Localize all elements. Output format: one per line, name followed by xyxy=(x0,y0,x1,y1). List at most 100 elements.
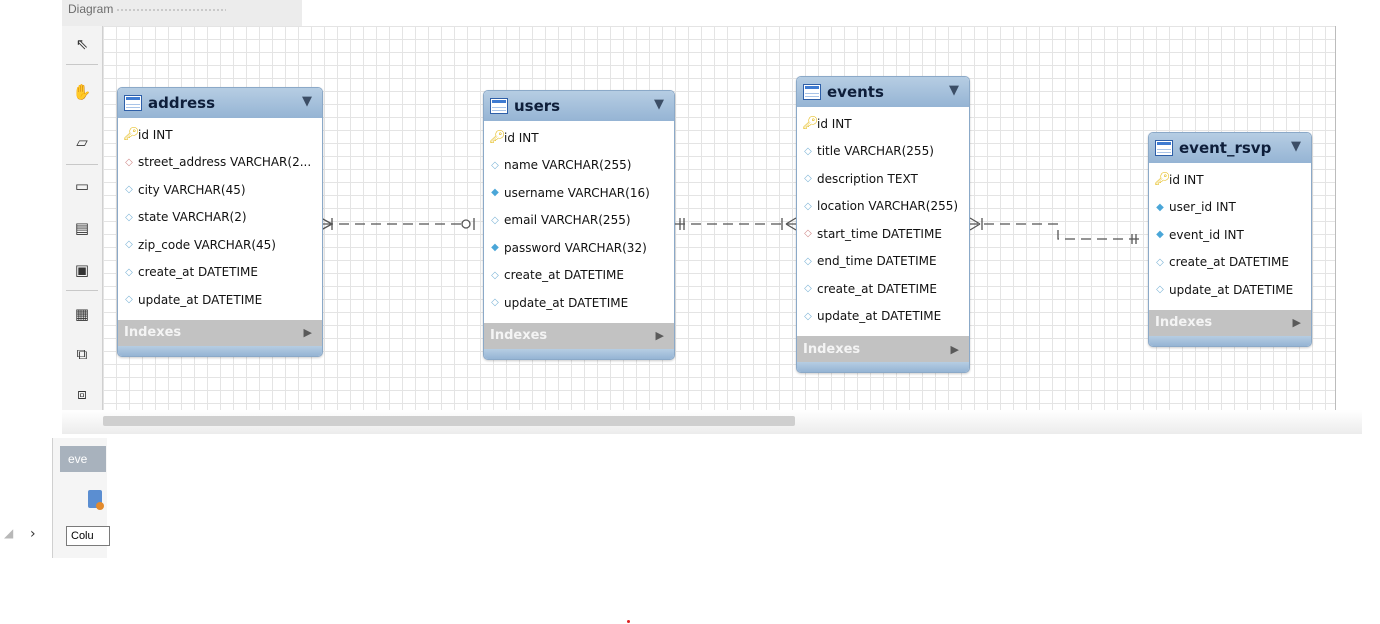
expand-arrow-icon[interactable]: ▶ xyxy=(655,329,664,342)
table-footer xyxy=(1149,335,1311,346)
column-row[interactable]: ◇create_at DATETIME xyxy=(1149,249,1311,277)
layer-icon[interactable]: ▭ xyxy=(74,177,90,195)
relationship-users-events xyxy=(675,217,797,231)
column-label: update_at DATETIME xyxy=(817,309,942,324)
table-address[interactable]: address ▼ 🔑︎id INT ◇street_address VARCH… xyxy=(117,87,323,357)
column-label: id INT xyxy=(504,130,539,145)
hand-icon[interactable]: ✋ xyxy=(72,83,92,101)
column-row[interactable]: ◇title VARCHAR(255) xyxy=(797,138,969,166)
scroll-left-icon[interactable]: ◢ xyxy=(4,526,14,540)
collapse-arrow-icon[interactable]: ▼ xyxy=(1291,139,1301,154)
column-row[interactable]: ◇email VARCHAR(255) xyxy=(484,207,674,235)
horizontal-scrollbar[interactable] xyxy=(103,416,795,426)
column-row[interactable]: ◇update_at DATETIME xyxy=(1149,276,1311,304)
column-icon: ◇ xyxy=(804,255,812,267)
expand-arrow-icon[interactable]: ▶ xyxy=(1292,316,1301,329)
pointer-icon[interactable]: ⇖ xyxy=(75,35,89,53)
table-name: users xyxy=(514,97,561,115)
columns-tab-field[interactable]: Colu xyxy=(66,526,110,546)
column-row[interactable]: ◇zip_code VARCHAR(45) xyxy=(118,231,322,259)
column-row[interactable]: 🔑︎id INT xyxy=(484,124,674,152)
palette-divider xyxy=(66,164,98,165)
indexes-section[interactable]: Indexes ▶ xyxy=(118,319,322,346)
column-row[interactable]: 🔑︎id INT xyxy=(118,121,322,149)
column-row[interactable]: 🔑︎id INT xyxy=(797,110,969,138)
column-row[interactable]: ◆event_id INT xyxy=(1149,221,1311,249)
column-row[interactable]: ◇start_time DATETIME xyxy=(797,220,969,248)
drag-grip[interactable] xyxy=(116,8,226,12)
note-icon[interactable]: ▤ xyxy=(74,219,90,237)
column-icon: ◇ xyxy=(804,173,812,185)
column-row[interactable]: ◇state VARCHAR(2) xyxy=(118,204,322,232)
chevron-right-icon[interactable]: › xyxy=(30,526,36,542)
indexes-section[interactable]: Indexes ▶ xyxy=(484,322,674,349)
column-row[interactable]: 🔑︎id INT xyxy=(1149,166,1311,194)
column-label: city VARCHAR(45) xyxy=(138,182,246,197)
column-row[interactable]: ◇ description TEXT xyxy=(797,165,969,193)
table-events[interactable]: events ▼ 🔑︎id INT ◇title VARCHAR(255) ◇ d… xyxy=(796,76,970,373)
column-icon: ◇ xyxy=(804,145,812,157)
image-icon[interactable]: ▣ xyxy=(74,261,90,279)
column-row[interactable]: ◇update_at DATETIME xyxy=(484,289,674,317)
column-icon: ◇ xyxy=(125,184,133,196)
collapse-arrow-icon[interactable]: ▼ xyxy=(949,83,959,98)
primary-key-icon: 🔑︎ xyxy=(1154,172,1171,188)
column-row[interactable]: ◆password VARCHAR(32) xyxy=(484,234,674,262)
column-row[interactable]: ◇create_at DATETIME xyxy=(797,275,969,303)
column-icon: ◇ xyxy=(491,159,499,171)
column-icon: ◇ xyxy=(804,310,812,322)
table-event-rsvp[interactable]: event_rsvp ▼ 🔑︎id INT ◆user_id INT ◆even… xyxy=(1148,132,1312,347)
cursor-dot xyxy=(627,620,630,623)
collapse-arrow-icon[interactable]: ▼ xyxy=(302,94,312,109)
column-row[interactable]: ◆username VARCHAR(16) xyxy=(484,179,674,207)
column-icon: ◇ xyxy=(491,269,499,281)
table-header[interactable]: event_rsvp ▼ xyxy=(1149,133,1311,163)
column-label: name VARCHAR(255) xyxy=(504,158,632,173)
column-row[interactable]: ◇create_at DATETIME xyxy=(118,259,322,287)
column-label: id INT xyxy=(1169,172,1204,187)
tool-palette: ⇖ ✋ ▱ ▭ ▤ ▣ ▦ ⧉ ⧈ xyxy=(62,26,103,410)
table-footer xyxy=(484,348,674,359)
column-label: update_at DATETIME xyxy=(504,295,629,310)
column-label: description TEXT xyxy=(817,171,918,186)
table-header[interactable]: events ▼ xyxy=(797,77,969,107)
column-label: start_time DATETIME xyxy=(817,226,942,241)
column-row[interactable]: ◇location VARCHAR(255) xyxy=(797,193,969,221)
column-row[interactable]: ◇update_at DATETIME xyxy=(118,286,322,314)
indexes-section[interactable]: Indexes ▶ xyxy=(797,336,969,362)
collapse-arrow-icon[interactable]: ▼ xyxy=(654,97,664,112)
column-row[interactable]: ◇ name VARCHAR(255) xyxy=(484,152,674,180)
column-label: create_at DATETIME xyxy=(817,281,937,296)
required-column-icon: ◆ xyxy=(491,242,499,254)
expand-arrow-icon[interactable]: ▶ xyxy=(950,342,959,356)
table-users[interactable]: users ▼ 🔑︎id INT ◇name VARCHAR(255) ◆use… xyxy=(483,90,675,360)
routine-group-icon[interactable]: ⧈ xyxy=(77,385,87,403)
column-icon: ◇ xyxy=(125,239,133,251)
column-row[interactable]: ◇street_address VARCHAR(2... xyxy=(118,149,322,177)
column-label: username VARCHAR(16) xyxy=(504,185,650,200)
view-icon[interactable]: ⧉ xyxy=(76,345,88,363)
expand-arrow-icon[interactable]: ▶ xyxy=(303,326,312,339)
column-row[interactable]: ◇ city VARCHAR(45) xyxy=(118,176,322,204)
primary-key-icon: 🔑︎ xyxy=(802,116,819,132)
required-column-icon: ◆ xyxy=(1156,229,1164,241)
column-icon: ◇ xyxy=(1156,284,1164,296)
table-editor-icon xyxy=(88,490,104,510)
column-icon: ◇ xyxy=(804,200,812,212)
column-row[interactable]: ◇create_at DATETIME xyxy=(484,262,674,290)
column-label: street_address VARCHAR(2... xyxy=(138,155,312,170)
table-header[interactable]: address ▼ xyxy=(118,88,322,118)
column-row[interactable]: ◇end_time DATETIME xyxy=(797,248,969,276)
table-header[interactable]: users ▼ xyxy=(484,91,674,121)
column-row[interactable]: ◆user_id INT xyxy=(1149,194,1311,222)
table-icon[interactable]: ▦ xyxy=(74,305,90,323)
lower-panel-tab[interactable]: eve xyxy=(60,446,106,472)
column-label: user_id INT xyxy=(1169,200,1236,215)
eraser-icon[interactable]: ▱ xyxy=(76,133,88,151)
table-icon xyxy=(803,84,821,100)
column-icon: ◇ xyxy=(125,266,133,278)
column-row[interactable]: ◇ update_at DATETIME xyxy=(797,303,969,331)
table-icon xyxy=(490,98,508,114)
column-label: update_at DATETIME xyxy=(138,292,263,307)
indexes-section[interactable]: Indexes ▶ xyxy=(1149,309,1311,336)
